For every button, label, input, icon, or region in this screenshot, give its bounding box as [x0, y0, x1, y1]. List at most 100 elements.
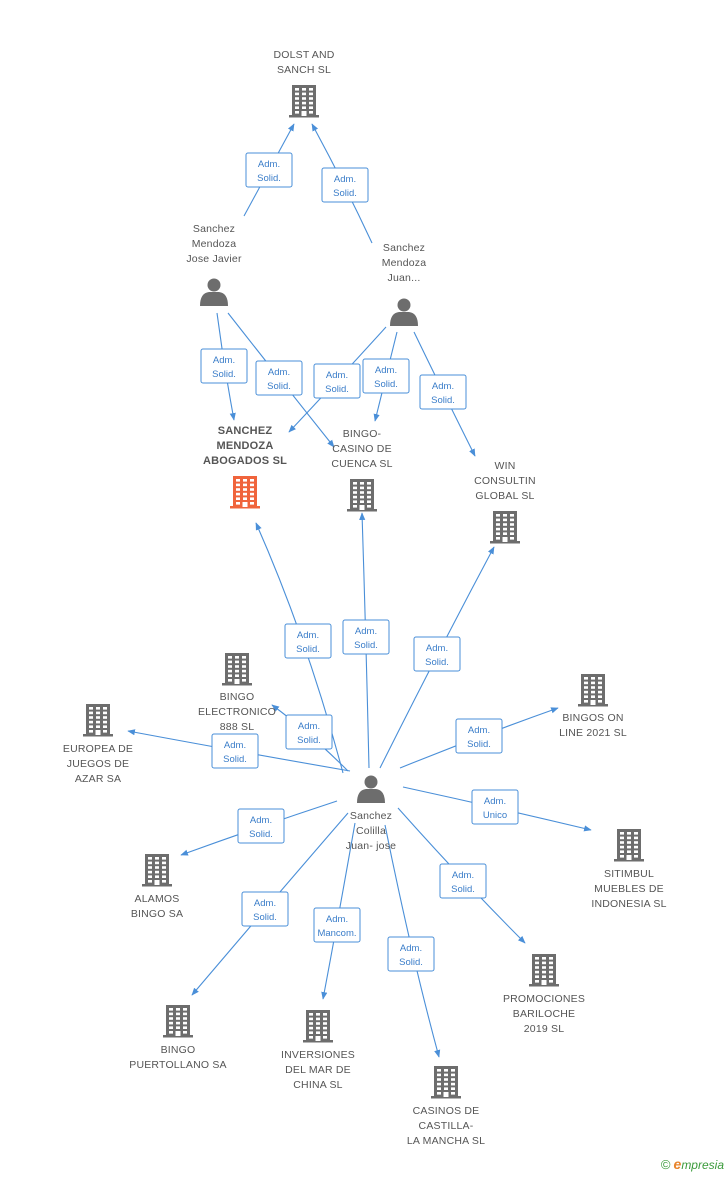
- brand-footer[interactable]: ©empresia: [661, 1156, 724, 1172]
- node-label: ELECTRONICO: [198, 706, 276, 718]
- edge-role-juan_m-to-win[interactable]: Adm.Solid.: [419, 374, 467, 410]
- edge-role-text: Adm.: [298, 721, 320, 732]
- building-icon: [490, 511, 520, 544]
- building-icon: [614, 829, 644, 862]
- node-label: BINGO: [220, 691, 255, 703]
- edge-role-juan_jose-to-bingo_cuenca[interactable]: Adm. Solid.: [342, 619, 390, 655]
- edge-role-text: Solid.: [333, 188, 357, 199]
- node-label: Mendoza: [382, 257, 427, 269]
- edge-role-text: Adm.: [254, 898, 276, 909]
- edge-role-box: [387, 936, 435, 972]
- node-label: WIN: [494, 460, 515, 472]
- edge-role-jose_javier-to-sma[interactable]: Adm.Solid.: [200, 348, 248, 384]
- node-inversiones[interactable]: INVERSIONES DEL MAR DE CHINA SL: [281, 1010, 355, 1091]
- edge-role-juan_jose-to-inversiones[interactable]: Adm. Mancom.: [313, 907, 361, 943]
- edge-role-juan_jose-to-sma[interactable]: Adm.Solid.: [284, 623, 332, 659]
- edge-role-jose_javier-to-dolst[interactable]: Adm.Solid.: [245, 152, 293, 188]
- node-label: EUROPEA DE: [63, 743, 133, 755]
- edge-role-juan_jose-to-bingo_elec[interactable]: Adm.Solid.: [285, 714, 333, 750]
- edge-role-juan_m-to-dolst[interactable]: Adm. Solid.: [321, 167, 369, 203]
- person-icon: [200, 278, 228, 306]
- edge-role-box: [200, 348, 248, 384]
- edge-role-juan_jose-to-sitimbul[interactable]: Adm.Unico: [471, 789, 519, 825]
- edge-role-text: Adm.: [426, 643, 448, 654]
- edge-role-box: [321, 167, 369, 203]
- node-label: SANCHEZ: [218, 425, 273, 437]
- edge-role-box: [413, 636, 461, 672]
- node-label: INDONESIA SL: [591, 898, 666, 910]
- edge-role-text: Solid.: [253, 912, 277, 923]
- node-label: LA MANCHA SL: [407, 1135, 485, 1147]
- edge-role-jose_javier-to-bingo_cuenca[interactable]: Adm.Solid.: [255, 360, 303, 396]
- edge-role-text: Solid.: [325, 384, 349, 395]
- edge-role-text: Adm.: [213, 355, 235, 366]
- edge-role-text: Mancom.: [317, 928, 356, 939]
- node-juan_m[interactable]: SanchezMendozaJuan...: [382, 242, 427, 326]
- node-label: Sanchez: [383, 242, 425, 254]
- edge-role-text: Adm.: [224, 740, 246, 751]
- edge-role-text: Adm.: [250, 815, 272, 826]
- edge-role-box: [471, 789, 519, 825]
- person-icon: [357, 775, 385, 803]
- edge-role-text: Adm.: [326, 370, 348, 381]
- edge-role-juan_jose-to-europea[interactable]: Adm.Solid.: [211, 733, 259, 769]
- edge-role-text: Solid.: [267, 381, 291, 392]
- edge-role-juan_m-to-sma[interactable]: Adm. Solid.: [313, 363, 361, 399]
- edge-role-text: Adm.: [400, 943, 422, 954]
- edge-role-text: Adm.: [355, 626, 377, 637]
- building-icon: [303, 1010, 333, 1043]
- edge-role-text: Adm.: [297, 630, 319, 641]
- node-label: Juan...: [388, 272, 421, 284]
- node-label: INVERSIONES: [281, 1049, 355, 1061]
- node-label: CASTILLA-: [419, 1120, 474, 1132]
- edge-role-juan_jose-to-casinos[interactable]: Adm.Solid.: [387, 936, 435, 972]
- brand-logo-initial: e: [673, 1156, 682, 1172]
- edge-role-box: [284, 623, 332, 659]
- edge-role-text: Adm.: [375, 365, 397, 376]
- node-label: BARILOCHE: [513, 1008, 575, 1020]
- edge-role-text: Solid.: [354, 640, 378, 651]
- edge-role-juan_jose-to-bingos_online[interactable]: Adm.Solid.: [455, 718, 503, 754]
- edge-role-box: [285, 714, 333, 750]
- edge-role-juan_jose-to-win[interactable]: Adm.Solid.: [413, 636, 461, 672]
- edge-labels-layer: Adm. Solid. Adm. Solid. Adm. Solid. Adm. Solid.…: [200, 152, 519, 972]
- edge-role-text: Adm.: [334, 174, 356, 185]
- building-icon: [289, 85, 319, 118]
- edge-role-juan_m-to-bingo_cuenca[interactable]: Adm.Solid.: [362, 358, 410, 394]
- building-icon: [142, 854, 172, 887]
- building-icon: [83, 704, 113, 737]
- node-label: PROMOCIONES: [503, 993, 585, 1005]
- node-label: SANCH SL: [277, 64, 331, 76]
- edge-role-box: [313, 907, 361, 943]
- edge-role-box: [342, 619, 390, 655]
- node-label: Jose Javier: [186, 253, 242, 265]
- edge-role-text: Adm.: [326, 914, 348, 925]
- building-icon: [529, 954, 559, 987]
- edge-role-juan_jose-to-promociones[interactable]: Adm.Solid.: [439, 863, 487, 899]
- node-label: Sanchez: [193, 223, 235, 235]
- node-label: Mendoza: [192, 238, 237, 250]
- edge-role-box: [237, 808, 285, 844]
- node-label: ABOGADOS SL: [203, 455, 287, 467]
- edge-role-juan_jose-to-alamos[interactable]: Adm.Solid.: [237, 808, 285, 844]
- node-label: CHINA SL: [293, 1079, 342, 1091]
- node-label: DEL MAR DE: [285, 1064, 351, 1076]
- node-label: PUERTOLLANO SA: [129, 1059, 227, 1071]
- edge-role-juan_jose-to-puertollano[interactable]: Adm. Solid.: [241, 891, 289, 927]
- edge-role-text: Adm.: [432, 381, 454, 392]
